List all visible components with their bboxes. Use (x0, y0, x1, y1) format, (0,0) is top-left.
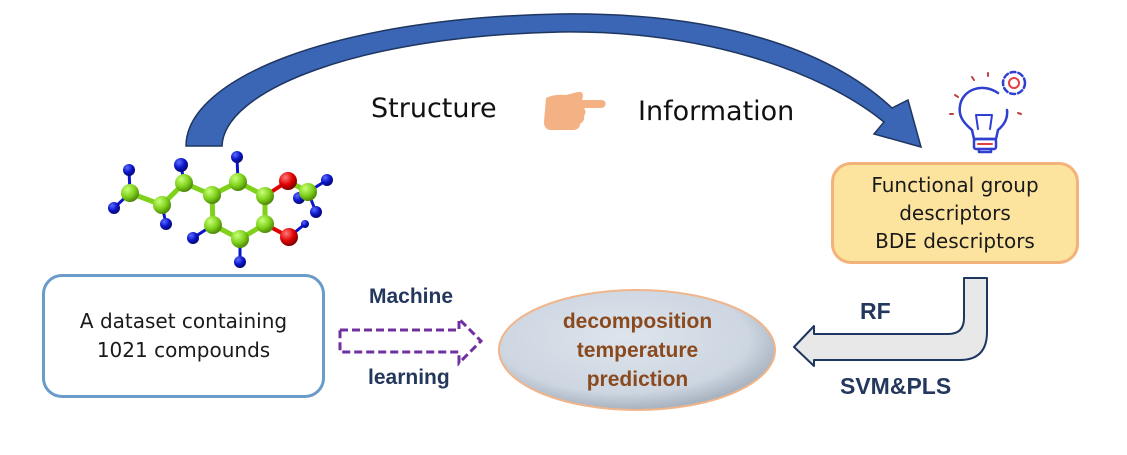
curved-arrow (185, 13, 923, 149)
dataset-box: A dataset containing 1021 compounds (42, 274, 325, 398)
learning-label: learning (368, 366, 450, 389)
descriptors-box: Functional group descriptors BDE descrip… (831, 162, 1079, 264)
dataset-line: 1021 compounds (96, 338, 271, 362)
pointing-hand-icon (544, 91, 606, 130)
machine-label: Machine (369, 285, 454, 308)
lightbulb-gear-icon (949, 70, 1027, 154)
descriptors-line: descriptors (899, 201, 1011, 225)
prediction-text: decomposition temperature prediction (500, 292, 775, 408)
information-label: Information (638, 96, 795, 127)
machine-learning-arrow (338, 315, 484, 367)
prediction-ellipse (498, 289, 776, 411)
prediction-line: temperature (576, 338, 699, 362)
models-arrow (793, 277, 988, 367)
descriptors-line: BDE descriptors (875, 229, 1035, 253)
molecule-icon (108, 151, 333, 268)
rf-label: RF (860, 298, 891, 324)
dataset-line: A dataset containing (79, 309, 288, 333)
structure-label: Structure (371, 93, 497, 124)
prediction-line: prediction (586, 367, 689, 391)
descriptors-line: Functional group (871, 173, 1039, 197)
prediction-line: decomposition (562, 309, 713, 333)
svm-pls-label: SVM&PLS (840, 373, 952, 399)
